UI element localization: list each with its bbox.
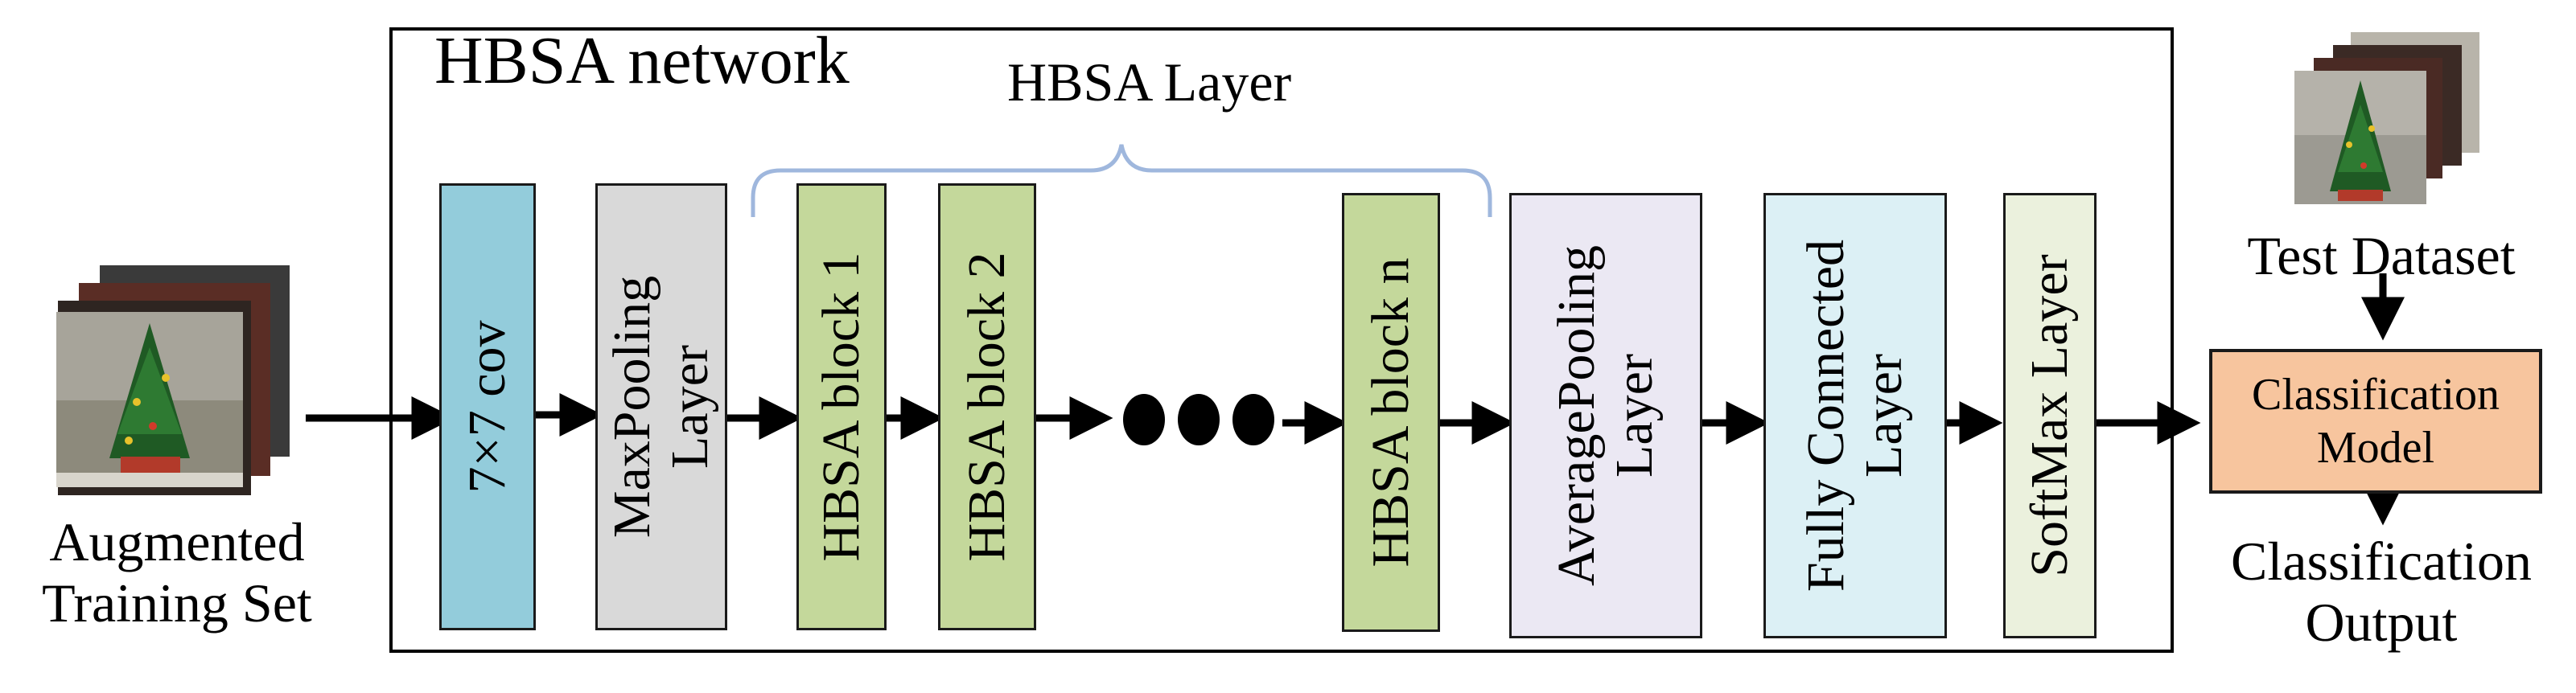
hbsa-network-frame	[389, 27, 2174, 653]
flow-arrows	[306, 273, 2405, 526]
hbsa-layer-label: HBSA Layer	[1007, 51, 1292, 113]
hbsa-block-1-label: HBSA block 1	[812, 252, 870, 562]
fully-connected-label: Fully Connected Layer	[1796, 239, 1913, 593]
hbsa-block-1: HBSA block 1	[796, 183, 887, 630]
hbsa-block-n: HBSA block n	[1342, 193, 1440, 632]
conv-block: 7×7 cov	[439, 183, 536, 630]
fully-connected-block: Fully Connected Layer	[1763, 193, 1947, 638]
averagepooling-label: AveragePooling Layer	[1547, 244, 1664, 587]
hbsa-block-2-label: HBSA block 2	[957, 252, 1016, 562]
maxpooling-label: MaxPooling Layer	[603, 275, 719, 539]
maxpooling-block: MaxPooling Layer	[595, 183, 727, 630]
classification-model-box: Classification Model	[2209, 349, 2542, 494]
softmax-block: SoftMax Layer	[2003, 193, 2097, 638]
softmax-label: SoftMax Layer	[2020, 254, 2079, 577]
hbsa-block-2: HBSA block 2	[938, 183, 1036, 630]
ellipsis-dots	[1123, 394, 1274, 445]
test-dataset-label: Test Dataset	[2247, 225, 2516, 286]
test-images-icon	[2294, 32, 2479, 204]
conv-label: 7×7 cov	[458, 320, 516, 494]
training-images-icon	[56, 265, 290, 495]
hbsa-block-n-label: HBSA block n	[1361, 257, 1420, 568]
averagepooling-block: AveragePooling Layer	[1509, 193, 1702, 638]
augmented-training-set-label: Augmented Training Set	[42, 511, 312, 634]
classification-output-label: Classification Output	[2231, 531, 2532, 653]
network-title: HBSA network	[434, 23, 850, 98]
hbsa-layer-brace	[751, 144, 1492, 217]
